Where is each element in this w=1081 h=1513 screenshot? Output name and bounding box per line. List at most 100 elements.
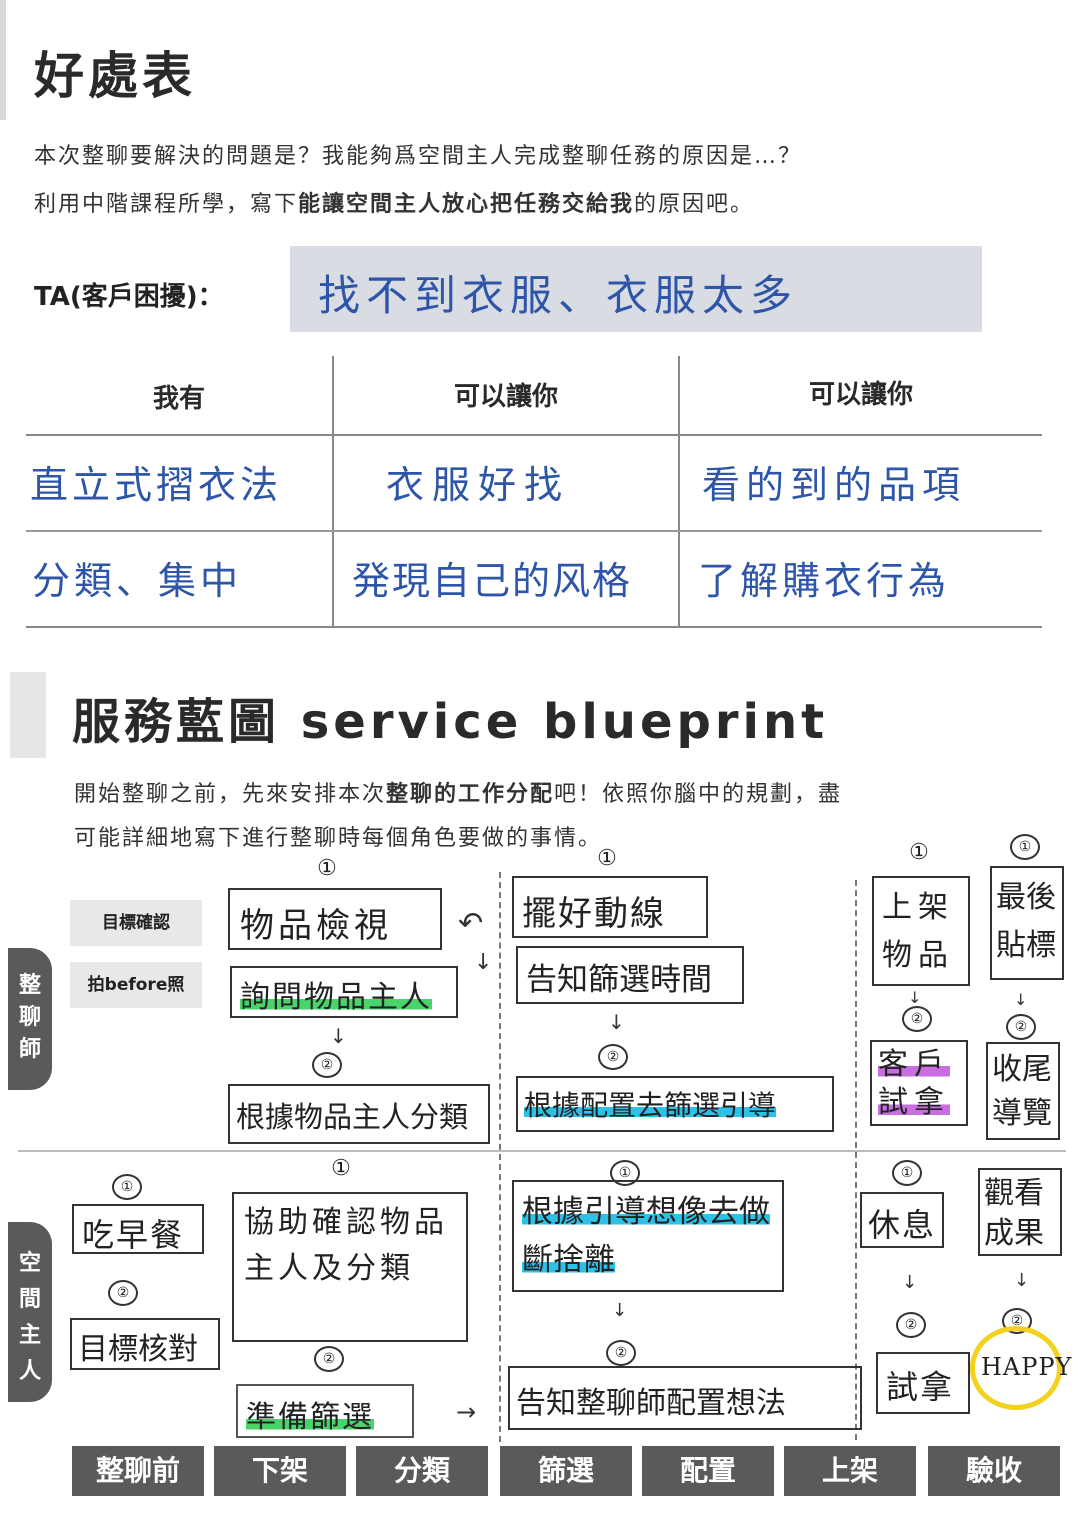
table-header-let-you-2: 可以讓你 bbox=[808, 380, 913, 410]
down-arrow-icon: ↓ bbox=[908, 988, 922, 1007]
org-c3-box1-text: 上架物品 bbox=[882, 890, 954, 973]
step-1-marker: ① bbox=[909, 840, 929, 865]
own-c0-box1-text: 吃早餐 bbox=[82, 1216, 185, 1254]
bp-intro-bold: 整聊的工作分配 bbox=[386, 782, 555, 807]
own-c1-box2: 準備篩選 bbox=[236, 1384, 414, 1438]
column-divider-1 bbox=[499, 872, 501, 1442]
phase-tab-unshelve: 下架 bbox=[214, 1446, 346, 1496]
step-1-marker: ① bbox=[1010, 834, 1040, 860]
own-c3-box1: 休息 bbox=[860, 1192, 944, 1248]
down-arrow-icon: ↓ bbox=[612, 1300, 628, 1321]
ta-label: TA(客戶困擾)： bbox=[34, 282, 224, 312]
table-cell-r2c2: 発現自己的风格 bbox=[352, 559, 633, 603]
step-2-marker: ② bbox=[598, 1044, 628, 1070]
benefit-table: 我有 可以讓你 可以讓你 直立式摺衣法 衣服好找 看的到的品項 分類、集中 発現… bbox=[26, 356, 1042, 628]
table-cell-r2c1: 分類、集中 bbox=[32, 559, 243, 603]
own-c1-box1-text: 協助確認物品主人及分類 bbox=[244, 1205, 448, 1286]
step-1-marker: ① bbox=[597, 846, 617, 871]
ta-answer-field bbox=[290, 246, 982, 332]
intro-text-a: 利用中階課程所學，寫下 bbox=[34, 192, 299, 217]
org-c1-box2-text: 詢問物品主人 bbox=[232, 968, 456, 1020]
role-owner-label: 空間主人 bbox=[8, 1222, 52, 1402]
left-edge-bar bbox=[0, 0, 6, 120]
org-c3-box2-highlight: 客戶試拿 bbox=[878, 1047, 950, 1120]
org-c4-box1: 最後貼標 bbox=[990, 866, 1064, 980]
step-1-marker: ① bbox=[112, 1174, 142, 1200]
org-c3-box1: 上架物品 bbox=[872, 876, 970, 986]
org-c2-box1: 擺好動線 bbox=[512, 876, 708, 938]
column-divider-2 bbox=[855, 880, 857, 1440]
own-c3-box2-text: 試拿 bbox=[886, 1368, 955, 1406]
blueprint-title: 服務藍圖 service blueprint bbox=[72, 694, 829, 750]
table-cell-r1c2: 衣服好找 bbox=[386, 463, 571, 507]
bp-intro-a: 開始整聊之前，先來安排本次 bbox=[74, 782, 387, 807]
own-c2-box1: 根據引導想像去做斷捨離 bbox=[512, 1180, 784, 1292]
step-2-marker: ② bbox=[1006, 1014, 1036, 1040]
phase-tab-categorize: 分類 bbox=[356, 1446, 488, 1496]
own-c1-box2-text: 準備篩選 bbox=[238, 1386, 412, 1442]
down-arrow-icon: ↓ bbox=[474, 950, 493, 975]
benefit-intro-line2: 利用中階課程所學，寫下能讓空間主人放心把任務交給我的原因吧。 bbox=[34, 186, 754, 218]
own-c0-box1: 吃早餐 bbox=[72, 1204, 204, 1254]
down-arrow-icon: ↓ bbox=[1014, 990, 1028, 1009]
bp-intro-b: 吧！依照你腦中的規劃，盡 bbox=[554, 782, 843, 807]
own-c0-box2-text: 目標核對 bbox=[78, 1332, 198, 1367]
happy-badge: HAPPY bbox=[970, 1326, 1071, 1410]
org-c1-box1-text: 物品檢視 bbox=[240, 906, 392, 946]
role-organizer-text: 整聊師 bbox=[18, 973, 41, 1062]
role-owner-text: 空間主人 bbox=[18, 1251, 41, 1384]
org-c3-box2: 客戶試拿 bbox=[870, 1040, 968, 1126]
step-2-marker: ② bbox=[314, 1346, 344, 1372]
org-c1-box2-highlight: 詢問物品主人 bbox=[240, 980, 432, 1015]
table-hline-row bbox=[26, 530, 1042, 532]
org-c2-box1-text: 擺好動線 bbox=[522, 894, 666, 934]
table-header-let-you-1: 可以讓你 bbox=[453, 382, 558, 412]
step-2-marker: ② bbox=[902, 1006, 932, 1032]
role-organizer-label: 整聊師 bbox=[8, 948, 52, 1090]
down-arrow-icon: ↓ bbox=[1014, 1270, 1030, 1291]
down-arrow-icon: ↓ bbox=[902, 1272, 918, 1293]
own-c1-box1: 協助確認物品主人及分類 bbox=[232, 1192, 468, 1342]
phase-tab-inspect: 驗收 bbox=[928, 1446, 1060, 1496]
own-c2-box1-highlight: 根據引導想像去做斷捨離 bbox=[522, 1194, 770, 1278]
own-c3-box1-text: 休息 bbox=[868, 1206, 937, 1244]
benefit-intro-line1: 本次整聊要解決的問題是？我能夠爲空間主人完成整聊任務的原因是…？ bbox=[34, 144, 803, 169]
loop-arrow-icon: ↶ bbox=[458, 906, 484, 941]
org-c1-box1: 物品檢視 bbox=[228, 888, 442, 950]
org-c2-box3-highlight: 根據配置去篩選引導 bbox=[524, 1089, 777, 1122]
right-arrow-icon: → bbox=[456, 1398, 477, 1426]
table-header-have: 我有 bbox=[152, 384, 205, 414]
own-c4-box1-text: 觀看成果 bbox=[984, 1176, 1044, 1251]
intro-text-b: 的原因吧。 bbox=[634, 192, 755, 217]
table-vline-2 bbox=[678, 356, 680, 628]
table-hline-header bbox=[26, 434, 1042, 436]
phase-tab-filter: 篩選 bbox=[500, 1446, 632, 1496]
table-cell-r1c1: 直立式摺衣法 bbox=[30, 463, 283, 507]
org-c3-box2-text: 客戶試拿 bbox=[872, 1042, 966, 1126]
step-2-marker: ② bbox=[896, 1312, 926, 1338]
swimlane-divider bbox=[18, 1150, 1066, 1152]
chip-before-photo: 拍before照 bbox=[70, 962, 202, 1008]
table-cell-r2c3: 了解購衣行為 bbox=[698, 559, 951, 603]
step-1-marker: ① bbox=[892, 1160, 922, 1186]
down-arrow-icon: ↓ bbox=[608, 1010, 625, 1034]
own-c2-box1-text: 根據引導想像去做斷捨離 bbox=[514, 1182, 782, 1290]
org-c2-box2: 告知篩選時間 bbox=[516, 946, 744, 1004]
own-c2-box2-text: 告知整聊師配置想法 bbox=[516, 1386, 786, 1421]
step-2-marker: ② bbox=[312, 1052, 342, 1078]
org-c2-box3-text: 根據配置去篩選引導 bbox=[518, 1078, 832, 1130]
step-2-marker: ② bbox=[108, 1280, 138, 1306]
org-c1-box3-text: 根據物品主人分類 bbox=[236, 1100, 469, 1134]
own-c3-box2: 試拿 bbox=[876, 1352, 970, 1414]
phase-tab-arrange: 配置 bbox=[642, 1446, 774, 1496]
intro-text-bold: 能讓空間主人放心把任務交給我 bbox=[298, 192, 635, 217]
org-c2-box2-text: 告知篩選時間 bbox=[526, 962, 712, 998]
own-c4-box1: 觀看成果 bbox=[978, 1168, 1062, 1256]
ta-answer: 找不到衣服、衣服太多 bbox=[318, 271, 799, 320]
blueprint-intro-line1: 開始整聊之前，先來安排本次整聊的工作分配吧！依照你腦中的規劃，盡 bbox=[74, 776, 842, 808]
table-hline-bottom bbox=[26, 626, 1042, 628]
phase-tab-before: 整聊前 bbox=[72, 1446, 204, 1496]
org-c4-box2-text: 收尾導覽 bbox=[992, 1052, 1052, 1131]
benefit-title: 好處表 bbox=[34, 47, 196, 105]
org-c2-box3: 根據配置去篩選引導 bbox=[516, 1076, 834, 1132]
